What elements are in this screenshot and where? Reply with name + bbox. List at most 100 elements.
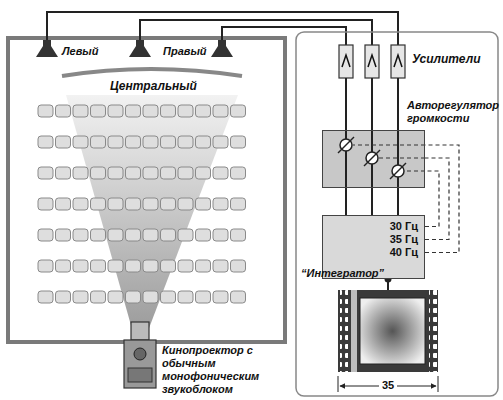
speaker-right-cone <box>211 46 233 57</box>
seat <box>38 136 53 148</box>
seat <box>38 198 53 210</box>
seat <box>231 167 246 179</box>
seat <box>213 260 228 272</box>
seat <box>196 229 211 241</box>
integrator-heading: “Интегратор” <box>301 267 384 280</box>
control-line <box>425 171 439 227</box>
seat <box>231 198 246 210</box>
regulator-heading: Авторегулятор громкости <box>407 99 499 125</box>
seat <box>161 167 176 179</box>
screen <box>62 69 242 76</box>
seat <box>178 198 193 210</box>
seat <box>73 229 88 241</box>
channel-wire <box>397 188 399 215</box>
control-line <box>425 158 449 240</box>
speaker-left <box>43 40 51 46</box>
amplifier <box>391 45 405 78</box>
seat <box>143 136 158 148</box>
channel-wires <box>346 78 398 188</box>
integrator-box: 30 Гц35 Гц40 Гц“Интегратор” <box>322 215 425 279</box>
film-base <box>338 290 438 372</box>
seat <box>108 198 123 210</box>
speaker-label: Левый <box>62 45 98 58</box>
frequency-label: 35 Гц <box>329 233 418 246</box>
seat <box>213 167 228 179</box>
seat <box>231 136 246 148</box>
seat <box>213 105 228 117</box>
seat <box>73 105 88 117</box>
seat <box>143 229 158 241</box>
control-lines-inner <box>353 145 425 171</box>
wire-right <box>222 27 346 45</box>
speakers <box>36 40 233 57</box>
seat <box>161 260 176 272</box>
regulator-fill <box>322 130 425 188</box>
seat <box>91 291 106 303</box>
frequency-label: 40 Гц <box>329 246 418 259</box>
seat <box>56 291 71 303</box>
seat <box>178 167 193 179</box>
amplifier-symbol <box>342 55 350 67</box>
seat <box>108 105 123 117</box>
speaker-wires <box>47 12 398 45</box>
channel-wire <box>371 188 373 215</box>
seat <box>143 167 158 179</box>
seat <box>161 136 176 148</box>
soundtrack <box>351 290 357 372</box>
seat <box>213 229 228 241</box>
regulator-arrow <box>338 137 354 153</box>
seat <box>126 291 141 303</box>
wire-left <box>47 12 398 45</box>
seat <box>178 105 193 117</box>
seat <box>213 291 228 303</box>
regulator-arrow <box>390 163 406 179</box>
seat <box>178 229 193 241</box>
seat <box>143 105 158 117</box>
seat <box>91 229 106 241</box>
amplifier-symbol <box>394 55 402 67</box>
speaker-left-cone <box>36 46 58 57</box>
seat <box>178 260 193 272</box>
speaker-center-cone <box>129 46 151 57</box>
sprocket-holes <box>429 290 437 372</box>
seat <box>108 291 123 303</box>
seat <box>73 260 88 272</box>
projector-label: Кинопроектор с обычным монофоническим зв… <box>162 344 280 396</box>
seat <box>73 167 88 179</box>
seat <box>108 260 123 272</box>
seat <box>56 198 71 210</box>
seat <box>161 291 176 303</box>
seat-rows <box>38 105 246 303</box>
seat <box>91 105 106 117</box>
seat <box>91 198 106 210</box>
speaker-right <box>218 40 226 46</box>
film-projector <box>124 322 156 388</box>
volume-regulator-box: Авторегулятор громкости <box>322 130 425 188</box>
seat <box>231 291 246 303</box>
seat <box>38 291 53 303</box>
seat <box>38 105 53 117</box>
seat <box>56 105 71 117</box>
seat <box>143 291 158 303</box>
amplifier-symbol <box>368 55 376 67</box>
seat <box>143 198 158 210</box>
seat <box>56 229 71 241</box>
seat <box>161 198 176 210</box>
sprocket-holes <box>340 290 348 372</box>
seat <box>126 229 141 241</box>
channel-wire <box>345 188 347 215</box>
seat <box>91 167 106 179</box>
seat <box>73 198 88 210</box>
speaker-center <box>136 40 144 46</box>
seat <box>73 291 88 303</box>
film-frame <box>360 298 425 364</box>
seat <box>126 167 141 179</box>
seat <box>231 229 246 241</box>
seat <box>108 229 123 241</box>
seat <box>126 260 141 272</box>
seat <box>126 198 141 210</box>
seat <box>143 260 158 272</box>
seat <box>178 136 193 148</box>
seat <box>56 260 71 272</box>
cinema-hall <box>8 38 285 342</box>
